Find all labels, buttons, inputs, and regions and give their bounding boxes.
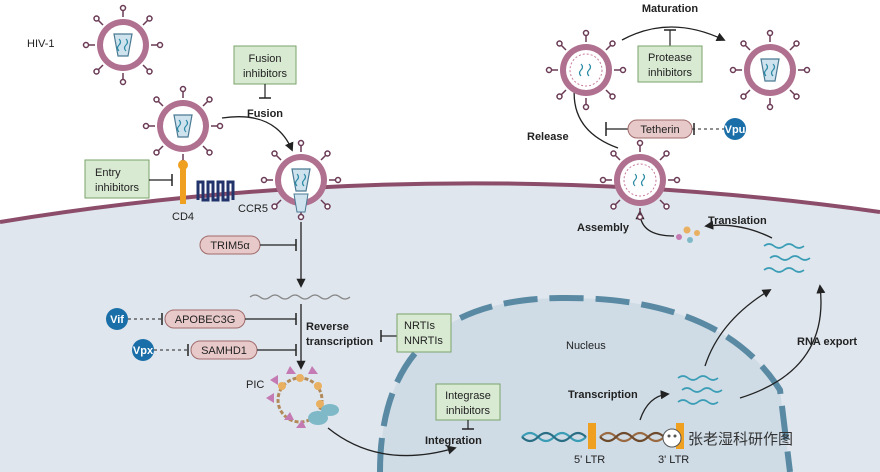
translation-label: Translation: [708, 215, 767, 227]
ltr3-label: 3' LTR: [658, 454, 689, 466]
hiv1-label: HIV-1: [27, 38, 55, 50]
release-label: Release: [527, 131, 569, 143]
entering-capsid: [293, 193, 309, 213]
hiv1-virion: [82, 4, 164, 86]
cell-membrane: [0, 181, 880, 224]
viral-rna: [249, 294, 351, 300]
binding-virion: [142, 85, 224, 167]
watermark: 张老湿科研作图: [662, 428, 793, 448]
fusion-inhibitors-line2: inhibitors: [243, 68, 288, 80]
protease-inhibitors-box: [637, 45, 703, 83]
mature-virion: [729, 29, 811, 111]
apobec3g-label: APOBEC3G: [175, 314, 236, 326]
vif-circle: [106, 308, 128, 330]
transcription-label: Transcription: [568, 389, 638, 401]
protease-inhibitors-line1: Protease: [648, 52, 692, 64]
cd4-label: CD4: [172, 211, 194, 223]
watermark-text: 张老湿科研作图: [688, 430, 793, 448]
maturation-label: Maturation: [642, 3, 699, 15]
integrase-inhibitors-box: [435, 383, 501, 421]
fusion-inhibitors-line1: Fusion: [248, 53, 281, 65]
nrti-line1: NRTIs: [404, 320, 435, 332]
entry-inhibitors-box: [84, 159, 150, 199]
ltr5-marker: [588, 423, 596, 449]
assembly-label: Assembly: [577, 222, 630, 234]
fusion-inhibitors-box: [233, 45, 297, 85]
nucleus-envelope: [377, 294, 793, 472]
protease-inhibitors-line2: inhibitors: [648, 67, 693, 79]
ccr5-label: CCR5: [238, 203, 268, 215]
immature-virion: [545, 29, 627, 111]
ccr5-receptor: [196, 180, 235, 202]
entry-inhibitors-line1: Entry: [95, 167, 121, 179]
samhd1-label: SAMHD1: [201, 345, 247, 357]
vpx-circle: [132, 339, 154, 361]
nucleus-label: Nucleus: [566, 340, 606, 352]
vif-label: Vif: [110, 314, 124, 326]
nrti-box: [396, 313, 452, 353]
pic-complex: [266, 366, 339, 428]
trim5a-label: TRIM5α: [210, 240, 250, 252]
integrase-inhibitors-line2: inhibitors: [446, 405, 491, 417]
entry-inhibitors-line2: inhibitors: [95, 182, 140, 194]
integrase-inhibitors-line1: Integrase: [445, 390, 491, 402]
vpx-label: Vpx: [133, 345, 154, 357]
vpu-circle: [724, 118, 746, 140]
rna-export-label: RNA export: [797, 336, 857, 348]
integration-label: Integration: [425, 435, 482, 447]
pic-label: PIC: [246, 379, 264, 391]
reverse-transcription-line2: transcription: [306, 336, 374, 348]
ltr5-label: 5' LTR: [574, 454, 605, 466]
nrti-line2: NNRTIs: [404, 335, 443, 347]
fusion-label: Fusion: [247, 108, 283, 120]
cd4-receptor: [178, 160, 188, 204]
viral-proteins: [676, 226, 700, 243]
vpu-label: Vpu: [725, 124, 746, 136]
reverse-transcription-line1: Reverse: [306, 321, 349, 333]
tetherin-label: Tetherin: [640, 124, 679, 136]
